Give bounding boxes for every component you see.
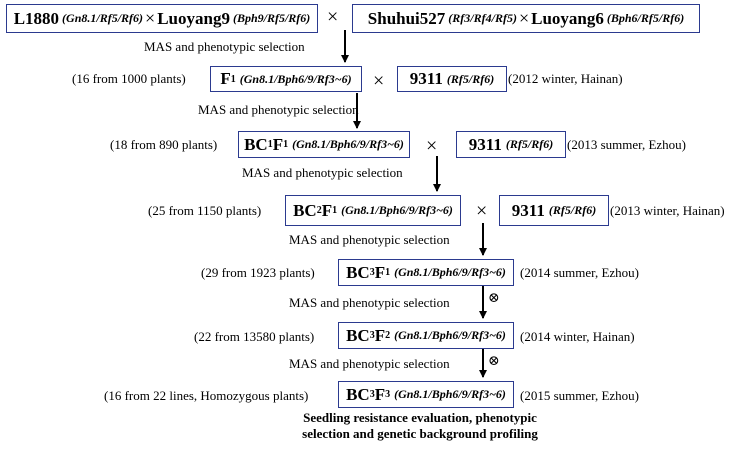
generation-genes: (Gn8.1/Bph6/9/Rf3~6) (394, 387, 506, 401)
generation-label: F (321, 200, 333, 220)
generation-subscript: 3 (369, 330, 375, 341)
generation-subscript: 1 (283, 139, 289, 150)
generation-subscript: 2 (316, 205, 322, 216)
generation-count: (22 from 13580 plants) (194, 329, 315, 344)
parent-a-name: L1880 (13, 8, 60, 28)
generation-label: BC (346, 325, 370, 345)
cross-symbol: × (426, 135, 438, 157)
generation-label: F (220, 69, 231, 88)
generation-label: BC (293, 200, 317, 220)
generation-count: (16 from 1000 plants) (72, 71, 186, 86)
generation-subscript: 1 (267, 139, 273, 150)
season-note: (2014 summer, Ezhou) (520, 265, 639, 280)
recurrent-genes: (Rf5/Rf6) (548, 203, 597, 217)
selection-label: MAS and phenotypic selection (198, 102, 359, 117)
cross-symbol: × (476, 200, 488, 222)
generation-label: BC (244, 134, 268, 154)
cross-symbol: × (373, 70, 385, 92)
recurrent-name: 9311 (409, 69, 443, 88)
recurrent-parent-box: 9311 (Rf5/Rf6) (397, 66, 507, 92)
selection-label: MAS and phenotypic selection (289, 232, 450, 247)
selection-label: MAS and phenotypic selection (144, 39, 305, 54)
generation-count: (18 from 890 plants) (110, 137, 218, 152)
parent-c-genes: (Rf3/Rf4/Rf5) (448, 11, 517, 25)
parent-c-name: Shuhui527 (367, 8, 446, 28)
season-note: (2015 summer, Ezhou) (520, 388, 639, 403)
recurrent-genes: (Rf5/Rf6) (446, 71, 495, 86)
recurrent-name: 9311 (511, 200, 545, 220)
generation-label: F (374, 262, 386, 282)
generation-count: (16 from 22 lines, Homozygous plants) (104, 388, 309, 403)
generation-subscript: 3 (385, 389, 391, 400)
parent-cross-box-left: L1880 (Gn8.1/Rf5/Rf6) × Luoyang9 (Bph9/R… (6, 4, 318, 33)
recurrent-parent-box: 9311 (Rf5/Rf6) (456, 131, 566, 158)
selfing-icon: ⊗ (488, 291, 500, 306)
generation-label: F (374, 384, 386, 404)
cross-symbol: × (327, 6, 339, 28)
season-note: (2014 winter, Hainan) (520, 329, 635, 344)
parent-b-name: Luoyang9 (157, 8, 230, 28)
recurrent-name: 9311 (468, 134, 502, 154)
generation-genes: (Gn8.1/Bph6/9/Rf3~6) (239, 71, 352, 86)
season-note: (2013 summer, Ezhou) (567, 137, 686, 152)
parent-b-genes: (Bph9/Rf5/Rf6) (232, 11, 311, 25)
selection-label: MAS and phenotypic selection (289, 356, 450, 371)
generation-genes: (Gn8.1/Bph6/9/Rf3~6) (394, 328, 506, 342)
recurrent-parent-box: 9311 (Rf5/Rf6) (499, 195, 609, 226)
parent-d-genes: (Bph6/Rf5/Rf6) (606, 11, 685, 25)
generation-count: (25 from 1150 plants) (148, 203, 262, 218)
cross-symbol: × (518, 8, 530, 28)
parent-d-name: Luoyang6 (531, 8, 604, 28)
generation-subscript: 3 (369, 267, 375, 278)
generation-label: F (374, 325, 386, 345)
parent-a-genes: (Gn8.1/Rf5/Rf6) (62, 11, 144, 25)
final-step-text: Seedling resistance evaluation, phenotyp… (250, 410, 590, 443)
parent-cross-box-right: Shuhui527 (Rf3/Rf4/Rf5) × Luoyang6 (Bph6… (352, 4, 700, 33)
selection-label: MAS and phenotypic selection (242, 165, 403, 180)
generation-genes: (Gn8.1/Bph6/9/Rf3~6) (292, 137, 404, 151)
generation-subscript: 1 (332, 205, 338, 216)
generation-label: F (272, 134, 284, 154)
season-note: (2013 winter, Hainan) (610, 203, 725, 218)
generation-subscript: 1 (230, 73, 236, 85)
generation-genes: (Gn8.1/Bph6/9/Rf3~6) (341, 203, 453, 217)
generation-subscript: 2 (385, 330, 391, 341)
selection-label: MAS and phenotypic selection (289, 295, 450, 310)
season-note: (2012 winter, Hainan) (508, 71, 623, 86)
generation-label: BC (346, 262, 370, 282)
generation-subscript: 3 (369, 389, 375, 400)
final-step-line-2: selection and genetic background profili… (302, 426, 538, 442)
final-step-line-1: Seedling resistance evaluation, phenotyp… (303, 410, 537, 425)
generation-subscript: 1 (385, 267, 391, 278)
recurrent-genes: (Rf5/Rf6) (505, 137, 554, 151)
selfing-icon: ⊗ (488, 354, 500, 369)
generation-genes: (Gn8.1/Bph6/9/Rf3~6) (394, 265, 506, 279)
generation-count: (29 from 1923 plants) (201, 265, 315, 280)
cross-symbol: × (145, 8, 156, 28)
generation-label: BC (346, 384, 370, 404)
